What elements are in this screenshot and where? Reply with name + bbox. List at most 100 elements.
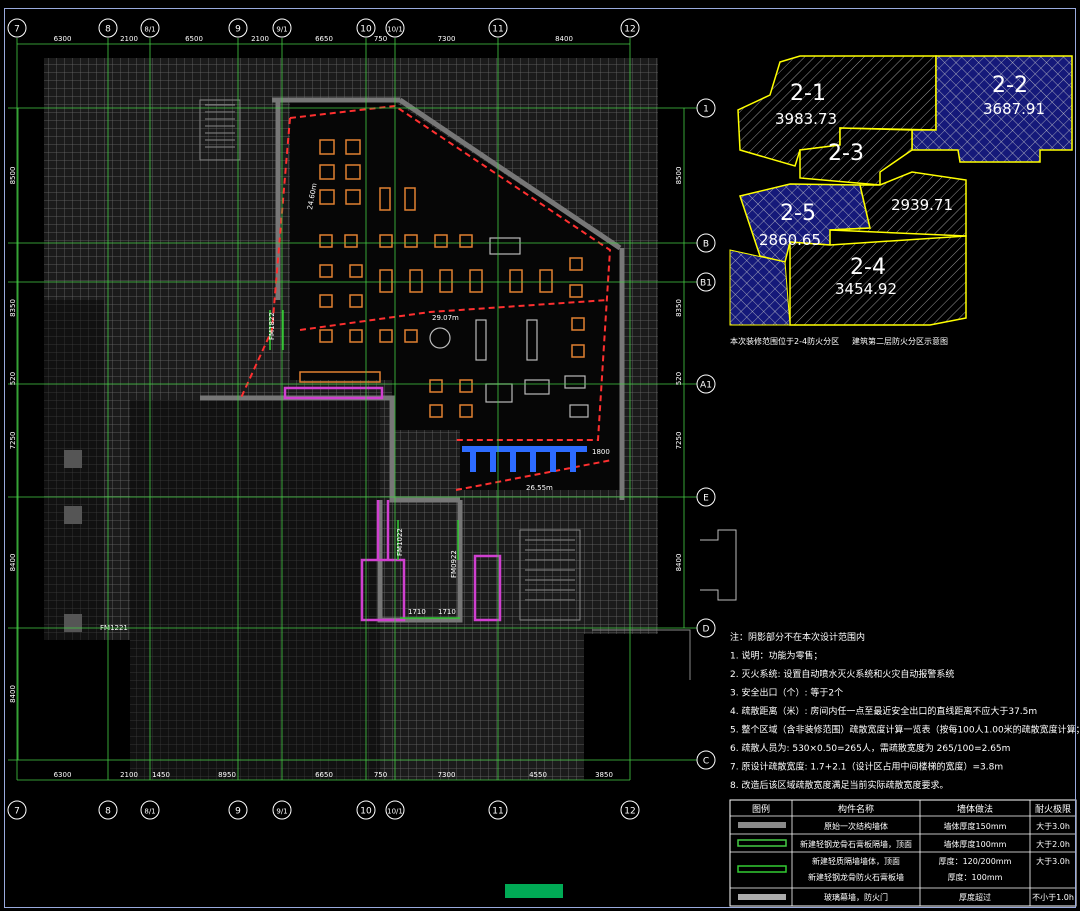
dim-dims_top-3: 2100 (251, 35, 269, 43)
layout-tab[interactable] (505, 884, 563, 898)
legend-limit-0: 大于3.0h (1036, 821, 1070, 831)
partition-magenta-3 (473, 554, 502, 622)
right-grid-bubble-0: 1 (696, 98, 716, 118)
dim-dims_top-1: 2100 (120, 35, 138, 43)
dim-dims_left-1: 8350 (9, 299, 17, 317)
dim-dims_right-1: 8350 (675, 299, 683, 317)
svg-text:12: 12 (624, 25, 635, 35)
svg-text:8: 8 (105, 25, 111, 35)
svg-text:1: 1 (703, 105, 709, 115)
note-line-2: 2. 灭火系统: 设置自动喷水灭火系统和火灾自动报警系统 (730, 668, 954, 680)
dim-dims_bottom-1: 2100 (120, 771, 138, 779)
top-grid-bubble-7: 11 (488, 18, 508, 38)
legend-method-1: 墙体厚度100mm (944, 839, 1007, 849)
dim-dims_left-2: 520 (9, 372, 17, 385)
note-line-0: 注：阴影部分不在本次设计范围内 (730, 631, 865, 643)
legend-header-2: 墙体做法 (957, 803, 993, 815)
zone-2-3-name: 2-3 (828, 141, 864, 166)
zone-2-1-name: 2-1 (790, 81, 826, 106)
svg-text:B1: B1 (700, 279, 712, 289)
top-grid-bubble-1: 8 (98, 18, 118, 38)
store-interior (290, 102, 620, 490)
bottom-grid-bubble-0: 7 (7, 800, 27, 820)
bottom-grid-bubble-8: 12 (620, 800, 640, 820)
svg-text:11: 11 (492, 807, 503, 817)
dim-dims_bottom-3: 8950 (218, 771, 236, 779)
legend-name-3: 新建轻钢龙骨防火石膏板墙 (808, 872, 904, 882)
dim-label-1710a: 1710 (408, 608, 426, 616)
top-grid-bubble-6: 10/1 (385, 18, 405, 38)
wall-diagonal (398, 97, 622, 251)
evac-route-1 (289, 104, 612, 441)
dim-dims_left-0: 8500 (9, 167, 17, 185)
note-line-8: 8. 改造后该区域疏散宽度满足当前实际疏散宽度要求。 (730, 779, 948, 791)
legend-limit-2: 大于3.0h (1036, 856, 1070, 866)
dim-dims_top-6: 7300 (438, 35, 456, 43)
svg-text:9/1: 9/1 (276, 26, 287, 34)
bottom-grid-bubble-2: 8/1 (140, 800, 160, 820)
legend-method-4: 厚度超过 (959, 892, 991, 902)
evac-route-3 (239, 117, 291, 401)
shaded-area-west (44, 300, 104, 640)
bottom-grid-bubble-5: 10 (356, 800, 376, 820)
svg-text:10/1: 10/1 (387, 26, 403, 34)
note-line-6: 6. 疏散人员为: 530×0.50=265人，需疏散宽度为 265/100=2… (730, 742, 1010, 754)
zone-unnamed (829, 171, 967, 237)
zone-2-4-name: 2-4 (850, 255, 886, 280)
zone-2-2-area: 3687.91 (983, 100, 1045, 118)
svg-text:A1: A1 (700, 381, 712, 391)
zone-2-1-area: 3983.73 (775, 110, 837, 128)
dim-dims_bottom-6: 7300 (438, 771, 456, 779)
right-grid-bubble-3: A1 (696, 374, 716, 394)
fire-zone-diagram: 2-1 3983.73 2-2 3687.91 2-3 2-5 2860.65 … (729, 55, 1073, 346)
door-fm2: FM1022 (396, 528, 404, 556)
svg-text:B: B (703, 240, 709, 250)
dim-dims_right-0: 8500 (675, 167, 683, 185)
svg-text:10: 10 (360, 25, 372, 35)
bottom-grid-bubble-1: 8 (98, 800, 118, 820)
right-grid-bubble-5: D (696, 618, 716, 638)
zone-2-5-name: 2-5 (780, 201, 816, 226)
dim-dims_bottom-2: 1450 (152, 771, 170, 779)
legend-name-1: 新建轻钢龙骨石膏板隔墙，顶面 (800, 839, 912, 849)
dim-dims_bottom-8: 3850 (595, 771, 613, 779)
svg-text:9: 9 (235, 807, 241, 817)
right-grid-bubble-2: B1 (696, 272, 716, 292)
dim-dims_bottom-4: 6650 (315, 771, 333, 779)
legend-limit-4: 不小于1.0h (1032, 893, 1074, 902)
svg-text:9/1: 9/1 (276, 808, 287, 816)
dist-label-2: 29.07m (432, 314, 459, 322)
zone-2-3 (799, 127, 913, 186)
zone-west-blue (729, 249, 791, 326)
legend-method-0: 墙体厚度150mm (944, 821, 1007, 831)
bottom-grid-bubble-6: 10/1 (385, 800, 405, 820)
zone-caption-scope: 本次装修范围位于2-4防火分区 (730, 336, 839, 346)
dist-label-3: 26.55m (526, 484, 553, 492)
dim-dims_right-4: 8400 (675, 554, 683, 572)
svg-text:D: D (703, 625, 710, 635)
svg-text:12: 12 (624, 807, 635, 817)
dim-dims_bottom-5: 750 (374, 771, 387, 779)
svg-text:10/1: 10/1 (387, 808, 403, 816)
bottom-grid-bubble-3: 9 (228, 800, 248, 820)
partition-magenta-2 (360, 558, 406, 622)
dim-label-1710b: 1710 (438, 608, 456, 616)
dim-dims_left-5: 8400 (9, 685, 17, 703)
top-grid-bubble-0: 7 (7, 18, 27, 38)
note-line-7: 7. 原设计疏散宽度: 1.7+2.1（设计区占用中间楼梯的宽度）=3.8m (730, 761, 1003, 773)
zone-extra-area: 2939.71 (891, 196, 953, 214)
legend-header-1: 构件名称 (838, 803, 874, 815)
right-grid-bubble-1: B (696, 233, 716, 253)
legend-name-0: 原始一次结构墙体 (824, 821, 888, 831)
svg-text:8: 8 (105, 807, 111, 817)
right-grid-bubble-6: C (696, 750, 716, 770)
